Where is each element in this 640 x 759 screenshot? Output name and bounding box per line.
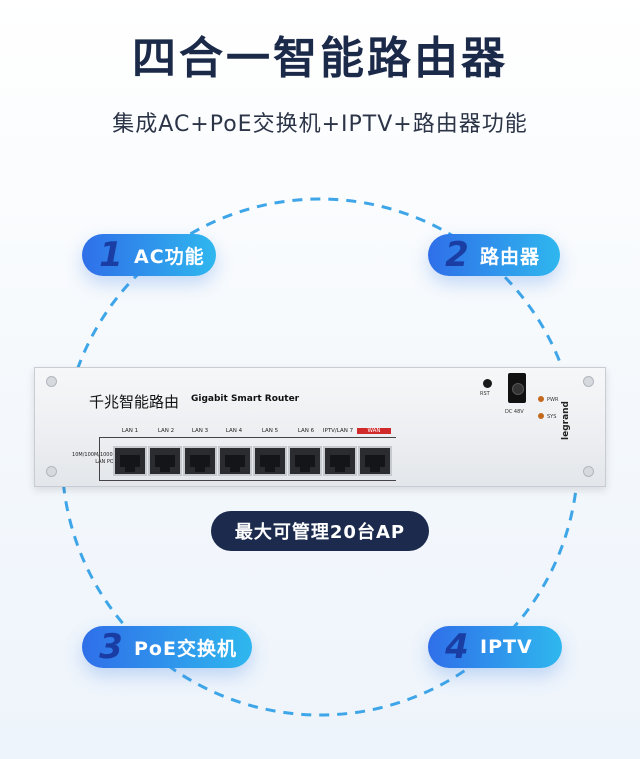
port-label: LAN 3 bbox=[191, 428, 209, 434]
page-subtitle: 集成AC+PoE交换机+IPTV+路由器功能 bbox=[112, 112, 528, 137]
port-label: LAN 6 bbox=[297, 428, 315, 434]
feature-label: PoE交换机 bbox=[134, 637, 237, 660]
feature-pill-poe-switch: 3 PoE交换机 bbox=[82, 626, 252, 668]
reset-label: RST bbox=[480, 391, 490, 397]
ethernet-port bbox=[218, 446, 252, 476]
page-title: 四合一智能路由器 bbox=[132, 33, 508, 84]
sys-label: SYS bbox=[547, 414, 557, 420]
port-label: LAN 2 bbox=[157, 428, 175, 434]
feature-number: 3 bbox=[99, 627, 123, 667]
port-label: LAN 4 bbox=[225, 428, 243, 434]
port-label: IPTV/LAN 7 bbox=[322, 428, 354, 434]
port-label: LAN 5 bbox=[261, 428, 279, 434]
ethernet-port bbox=[148, 446, 182, 476]
router-name-cn: 千兆智能路由 bbox=[89, 393, 180, 411]
mount-hole bbox=[46, 466, 57, 477]
mount-hole bbox=[583, 376, 594, 387]
feature-pill-router: 2 路由器 bbox=[428, 234, 560, 276]
ethernet-port bbox=[288, 446, 322, 476]
feature-number: 1 bbox=[99, 235, 123, 275]
wan-port bbox=[358, 446, 392, 476]
speed-label: 10M/100M/1000M LAN POE bbox=[72, 452, 117, 465]
feature-label: AC功能 bbox=[134, 245, 205, 268]
mount-hole bbox=[583, 466, 594, 477]
port-label: LAN 1 bbox=[121, 428, 139, 434]
sys-led bbox=[538, 413, 544, 419]
mount-hole bbox=[46, 376, 57, 387]
feature-label: 路由器 bbox=[480, 245, 541, 268]
pwr-led bbox=[538, 396, 544, 402]
feature-number: 4 bbox=[445, 627, 469, 667]
port-bracket bbox=[99, 437, 396, 481]
ethernet-port bbox=[253, 446, 287, 476]
feature-label: IPTV bbox=[480, 636, 533, 658]
ethernet-port bbox=[113, 446, 147, 476]
feature-pill-iptv: 4 IPTV bbox=[428, 626, 562, 668]
router-name-en: Gigabit Smart Router bbox=[191, 394, 300, 404]
router-device: 千兆智能路由 Gigabit Smart Router 10M/100M/100… bbox=[34, 367, 606, 487]
ethernet-port bbox=[183, 446, 217, 476]
feature-number: 2 bbox=[445, 235, 469, 275]
brand-logo: legrand bbox=[561, 401, 571, 440]
reset-button bbox=[483, 379, 492, 388]
power-label: DC 48V bbox=[505, 409, 524, 415]
pwr-label: PWR bbox=[547, 397, 559, 403]
max-ap-badge: 最大可管理20台AP bbox=[211, 511, 429, 551]
wan-label: WAN bbox=[357, 428, 391, 434]
power-jack bbox=[508, 373, 526, 403]
feature-pill-ac: 1 AC功能 bbox=[82, 234, 216, 276]
ethernet-port bbox=[323, 446, 357, 476]
